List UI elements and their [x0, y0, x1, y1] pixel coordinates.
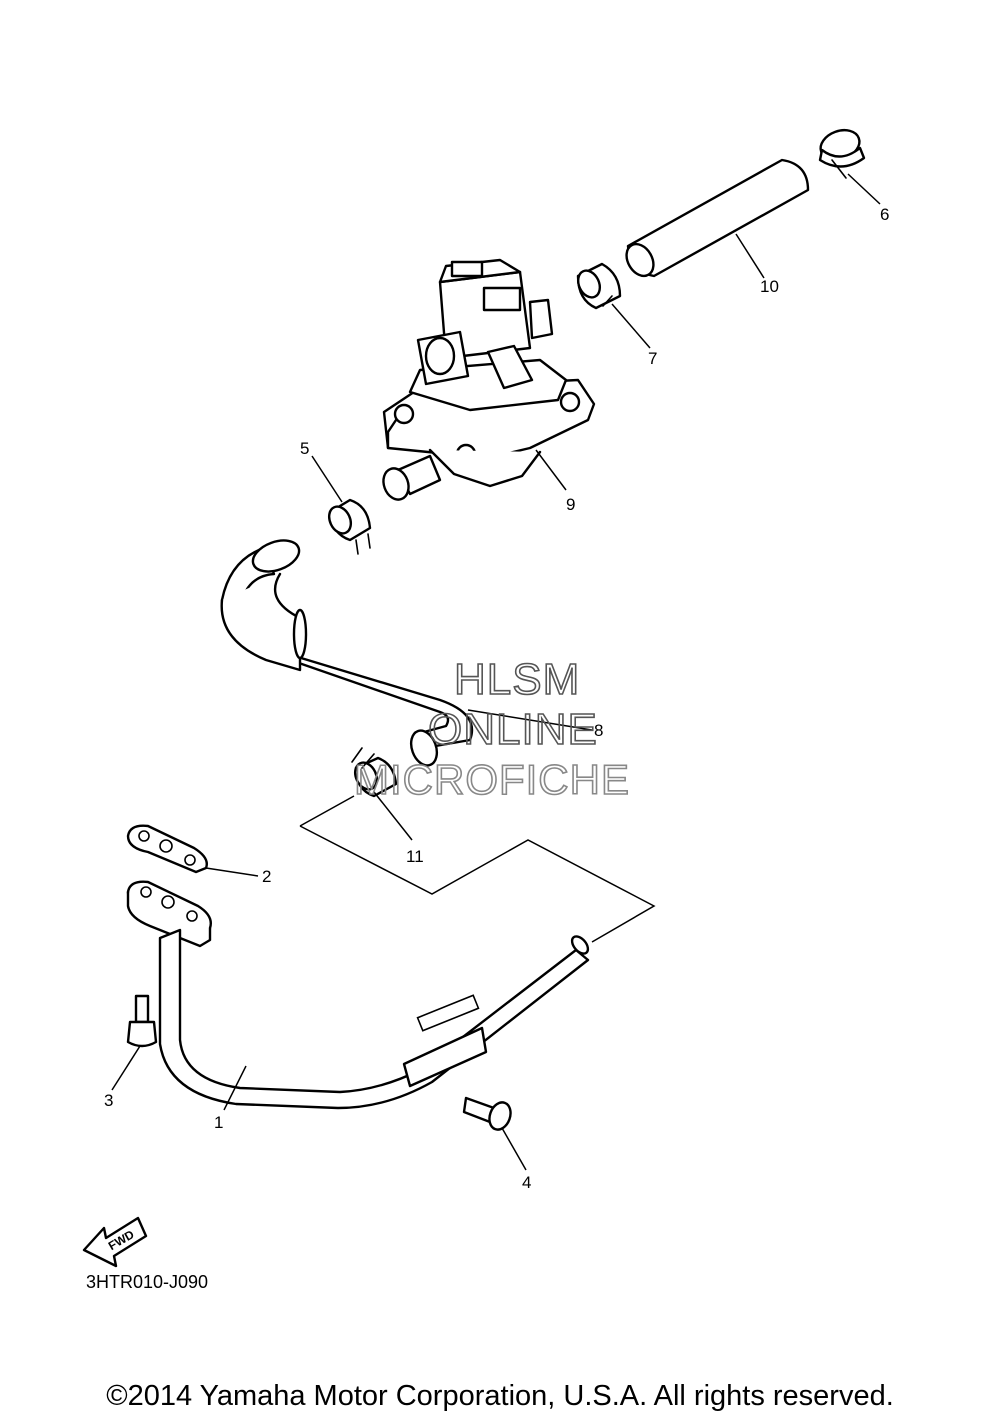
- part-8-hose[interactable]: [220, 535, 474, 769]
- callout-10: 10: [760, 277, 779, 296]
- watermark-line3: MICROFICHE: [354, 756, 630, 803]
- watermark-line1: HLSM: [454, 655, 580, 704]
- callout-4: 4: [522, 1173, 531, 1192]
- part-9-air-cutoff-valve[interactable]: [379, 258, 596, 503]
- callout-labels: 6 10 7 9 5 8 11 2 3 1 4: [104, 205, 889, 1192]
- reference-outline: [299, 795, 656, 943]
- callout-7: 7: [648, 349, 657, 368]
- leader-lines: [111, 173, 881, 1171]
- callout-1: 1: [214, 1113, 223, 1132]
- part-6-clamp[interactable]: [816, 125, 866, 179]
- copyright-notice: ©2014 Yamaha Motor Corporation, U.S.A. A…: [106, 1380, 894, 1412]
- callout-6: 6: [880, 205, 889, 224]
- watermark: HLSM ONLINE MICROFICHE: [353, 654, 630, 804]
- part-1-pipe[interactable]: [126, 880, 591, 1110]
- part-10-hose[interactable]: [621, 158, 810, 281]
- part-5-clamp[interactable]: [325, 498, 372, 555]
- callout-8: 8: [594, 721, 603, 740]
- part-3-bolt[interactable]: [126, 994, 158, 1048]
- callout-9: 9: [566, 495, 575, 514]
- watermark-line2: ONLINE: [428, 705, 598, 754]
- fwd-arrow: FWD: [82, 1216, 148, 1268]
- figure-code: 3HTR010-J090: [86, 1272, 208, 1292]
- callout-5: 5: [300, 439, 309, 458]
- part-11-clamp[interactable]: [351, 747, 398, 798]
- callout-11: 11: [406, 847, 424, 866]
- part-4-bolt[interactable]: [462, 1096, 514, 1133]
- part-2-gasket[interactable]: [126, 824, 208, 874]
- callout-2: 2: [262, 867, 271, 886]
- part-7-clamp[interactable]: [574, 262, 622, 310]
- callout-3: 3: [104, 1091, 113, 1110]
